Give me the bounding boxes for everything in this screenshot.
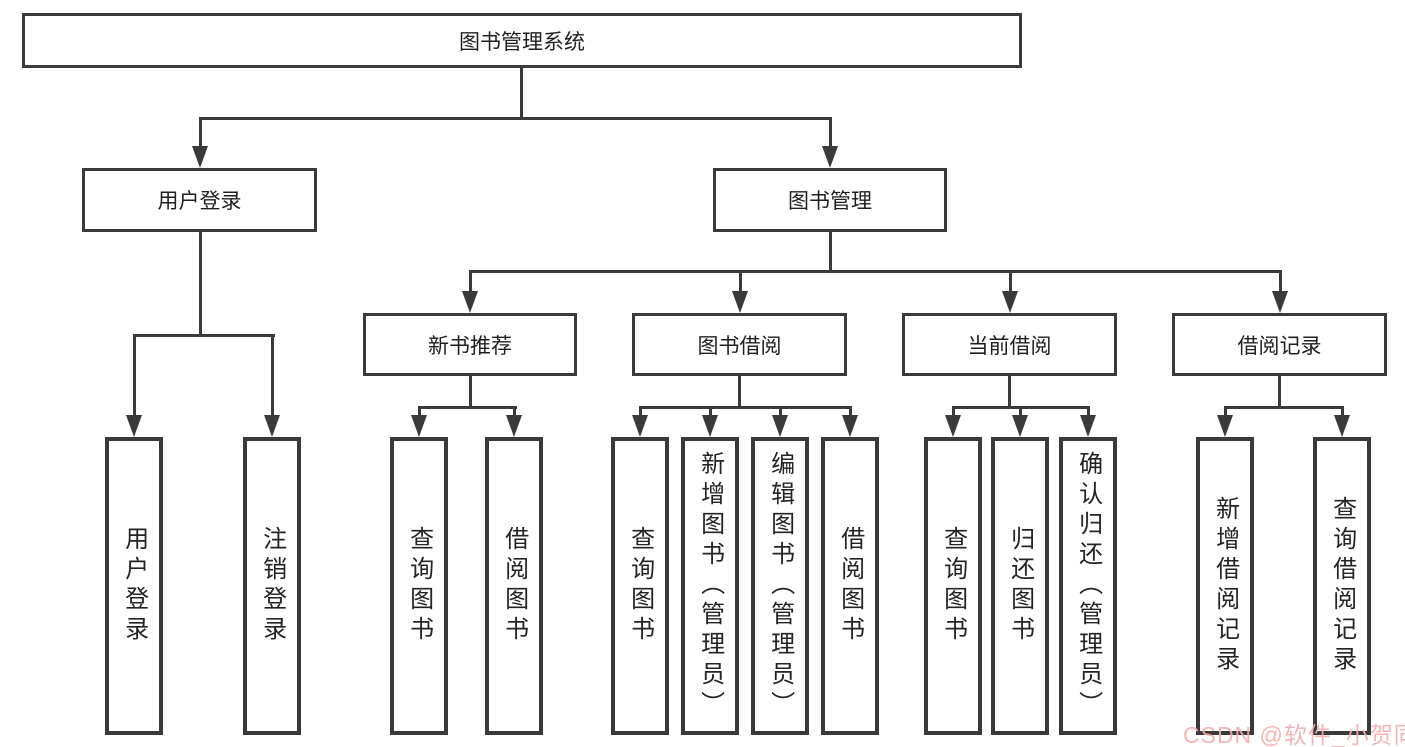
arrowhead-down-icon	[192, 146, 208, 168]
connector-vline	[418, 406, 421, 418]
connector-vline	[1278, 376, 1281, 409]
leaf-borrow-books: 借阅图书	[485, 437, 543, 735]
connector-hline	[133, 334, 275, 337]
node-new-book-recommend: 新书推荐	[363, 313, 577, 376]
node-label: 图书管理	[788, 190, 872, 213]
leaf-query-books: 查询图书	[611, 437, 669, 735]
arrowhead-down-icon	[506, 415, 522, 437]
node-book-management: 图书管理	[713, 168, 947, 232]
connector-vline	[738, 376, 741, 409]
connector-vline	[469, 270, 472, 293]
arrowhead-down-icon	[732, 291, 748, 313]
leaf-label: 借阅图书	[836, 526, 864, 646]
leaf-query-borrow-record: 查询借阅记录	[1313, 437, 1371, 735]
arrowhead-down-icon	[945, 415, 961, 437]
connector-vline	[1009, 270, 1012, 293]
leaf-edit-books-admin: 编辑图书（管理员）	[751, 437, 809, 735]
leaf-confirm-return-admin: 确认归还（管理员）	[1059, 437, 1117, 735]
connector-vline	[469, 376, 472, 409]
connector-vline	[952, 406, 955, 418]
connector-hline	[639, 406, 851, 409]
node-label: 新书推荐	[428, 334, 512, 358]
leaf-label: 注销登录	[258, 526, 286, 646]
node-current-borrow: 当前借阅	[902, 313, 1117, 376]
leaf-label: 查询图书	[405, 526, 433, 646]
arrowhead-down-icon	[702, 415, 718, 437]
connector-vline	[1341, 406, 1344, 418]
arrowhead-down-icon	[1012, 415, 1028, 437]
arrowhead-down-icon	[632, 415, 648, 437]
leaf-label: 编辑图书（管理员）	[766, 451, 794, 721]
leaf-add-books-admin: 新增图书（管理员）	[681, 437, 739, 735]
node-label: 图书管理系统	[459, 30, 585, 54]
arrowhead-down-icon	[264, 415, 280, 437]
connector-vline	[1224, 406, 1227, 418]
arrowhead-down-icon	[1217, 415, 1233, 437]
connector-vline	[829, 117, 832, 151]
connector-vline	[1279, 270, 1282, 293]
arrowhead-down-icon	[411, 415, 427, 437]
connector-vline	[709, 406, 712, 418]
node-label: 用户登录	[157, 190, 242, 213]
node-borrow-records: 借阅记录	[1172, 313, 1387, 376]
connector-vline	[1087, 406, 1090, 418]
arrowhead-down-icon	[842, 415, 858, 437]
leaf-query-books: 查询图书	[390, 437, 448, 735]
arrowhead-down-icon	[1334, 415, 1350, 437]
connector-hline	[469, 270, 1282, 273]
leaf-label: 新增借阅记录	[1211, 496, 1239, 676]
connector-hline	[199, 117, 832, 120]
arrowhead-down-icon	[772, 415, 788, 437]
leaf-query-books: 查询图书	[924, 437, 982, 735]
node-user-login: 用户登录	[82, 168, 317, 232]
connector-vline	[199, 117, 202, 151]
connector-vline	[1019, 406, 1022, 418]
connector-vline	[199, 232, 202, 337]
arrowhead-down-icon	[126, 415, 142, 437]
node-library-management-system: 图书管理系统	[22, 13, 1022, 68]
connector-vline	[849, 406, 852, 418]
arrowhead-down-icon	[1272, 291, 1288, 313]
connector-vline	[133, 334, 136, 416]
arrowhead-down-icon	[462, 291, 478, 313]
leaf-label: 新增图书（管理员）	[696, 451, 724, 721]
connector-vline	[779, 406, 782, 418]
leaf-label: 确认归还（管理员）	[1074, 451, 1102, 721]
arrowhead-down-icon	[822, 146, 838, 168]
leaf-label: 查询图书	[626, 526, 654, 646]
connector-vline	[513, 406, 516, 418]
connector-vline	[520, 68, 523, 118]
csdn-watermark: CSDN @软件_小贺同学	[1183, 722, 1405, 747]
connector-vline	[639, 406, 642, 418]
arrowhead-down-icon	[1080, 415, 1096, 437]
connector-vline	[271, 334, 274, 416]
leaf-add-borrow-record: 新增借阅记录	[1196, 437, 1254, 735]
node-label: 图书借阅	[697, 334, 782, 358]
leaf-return-books: 归还图书	[991, 437, 1049, 735]
connector-vline	[739, 270, 742, 293]
connector-hline	[418, 406, 517, 409]
leaf-label: 查询借阅记录	[1328, 496, 1356, 676]
leaf-logout: 注销登录	[243, 437, 301, 735]
connector-hline	[1224, 406, 1344, 409]
connector-vline	[829, 232, 832, 273]
leaf-label: 用户登录	[120, 526, 148, 646]
arrowhead-down-icon	[1002, 291, 1018, 313]
node-book-borrow: 图书借阅	[632, 313, 847, 376]
leaf-user-login: 用户登录	[105, 437, 163, 735]
leaf-label: 查询图书	[939, 526, 967, 646]
node-label: 借阅记录	[1237, 334, 1322, 358]
leaf-borrow-books: 借阅图书	[821, 437, 879, 735]
connector-vline	[1008, 376, 1011, 409]
node-label: 当前借阅	[967, 334, 1052, 358]
leaf-label: 归还图书	[1006, 526, 1034, 646]
leaf-label: 借阅图书	[500, 526, 528, 646]
